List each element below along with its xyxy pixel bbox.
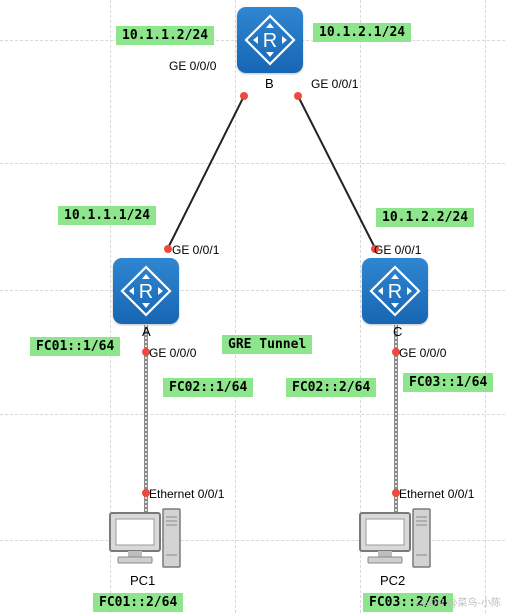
port-dot xyxy=(164,245,172,253)
pc-icon xyxy=(359,508,431,568)
link-b-c[interactable] xyxy=(297,95,376,249)
port-c-ge000: GE 0/0/0 xyxy=(399,346,447,360)
router-b-label: B xyxy=(265,76,274,91)
pc1-label: PC1 xyxy=(130,573,156,588)
grid-line xyxy=(360,0,361,613)
grid-line xyxy=(485,0,486,613)
ip-pc2: FC03::2/64 xyxy=(363,593,454,612)
watermark: CSDN @菜鸟-小陈 xyxy=(415,598,501,609)
port-dot xyxy=(142,489,150,497)
ip-b-right: 10.1.2.1/24 xyxy=(313,23,412,42)
router-icon: R xyxy=(244,14,296,66)
port-pc2-eth: Ethernet 0/0/1 xyxy=(399,487,475,501)
svg-text:R: R xyxy=(139,281,153,303)
ip-b-left: 10.1.1.2/24 xyxy=(116,26,215,45)
port-dot xyxy=(142,348,150,356)
router-c[interactable]: R xyxy=(362,258,428,324)
pc1[interactable] xyxy=(108,507,182,571)
gre-tunnel-label: GRE Tunnel xyxy=(222,335,313,354)
router-a-label: A xyxy=(142,324,151,339)
pc2-label: PC2 xyxy=(380,573,406,588)
pc-icon xyxy=(109,508,181,568)
port-b-ge001: GE 0/0/1 xyxy=(311,77,359,91)
port-a-ge001: GE 0/0/1 xyxy=(172,243,220,257)
ip-c-up: 10.1.2.2/24 xyxy=(376,208,475,227)
grid-line xyxy=(0,163,505,164)
ip-a-lan: FC02::1/64 xyxy=(163,378,254,397)
port-pc1-eth: Ethernet 0/0/1 xyxy=(149,487,225,501)
grid-line xyxy=(0,414,505,415)
port-b-ge000: GE 0/0/0 xyxy=(169,59,217,73)
port-dot xyxy=(294,92,302,100)
port-dot xyxy=(392,489,400,497)
port-dot xyxy=(392,348,400,356)
router-c-label: C xyxy=(393,324,403,339)
router-icon: R xyxy=(369,265,421,317)
grid-line xyxy=(235,0,236,613)
router-icon: R xyxy=(120,265,172,317)
port-dot xyxy=(240,92,248,100)
ip-a-up: 10.1.1.1/24 xyxy=(58,206,157,225)
port-dot xyxy=(371,245,379,253)
ip-pc1: FC01::2/64 xyxy=(93,593,184,612)
port-a-ge000: GE 0/0/0 xyxy=(149,346,197,360)
ip-c-lan: FC03::1/64 xyxy=(403,373,494,392)
grid-line xyxy=(110,0,111,613)
link-b-a[interactable] xyxy=(167,95,245,249)
router-a[interactable]: R xyxy=(113,258,179,324)
port-c-ge001: GE 0/0/1 xyxy=(374,243,422,257)
router-b[interactable]: R xyxy=(237,7,303,73)
grid-line xyxy=(0,540,505,541)
svg-text:R: R xyxy=(263,30,277,52)
ip-a-tunnel: FC01::1/64 xyxy=(30,337,121,356)
grid-line xyxy=(0,290,505,291)
ip-c-lan-tunnel: FC02::2/64 xyxy=(286,378,377,397)
pc2[interactable] xyxy=(358,507,432,571)
svg-text:R: R xyxy=(388,281,402,303)
